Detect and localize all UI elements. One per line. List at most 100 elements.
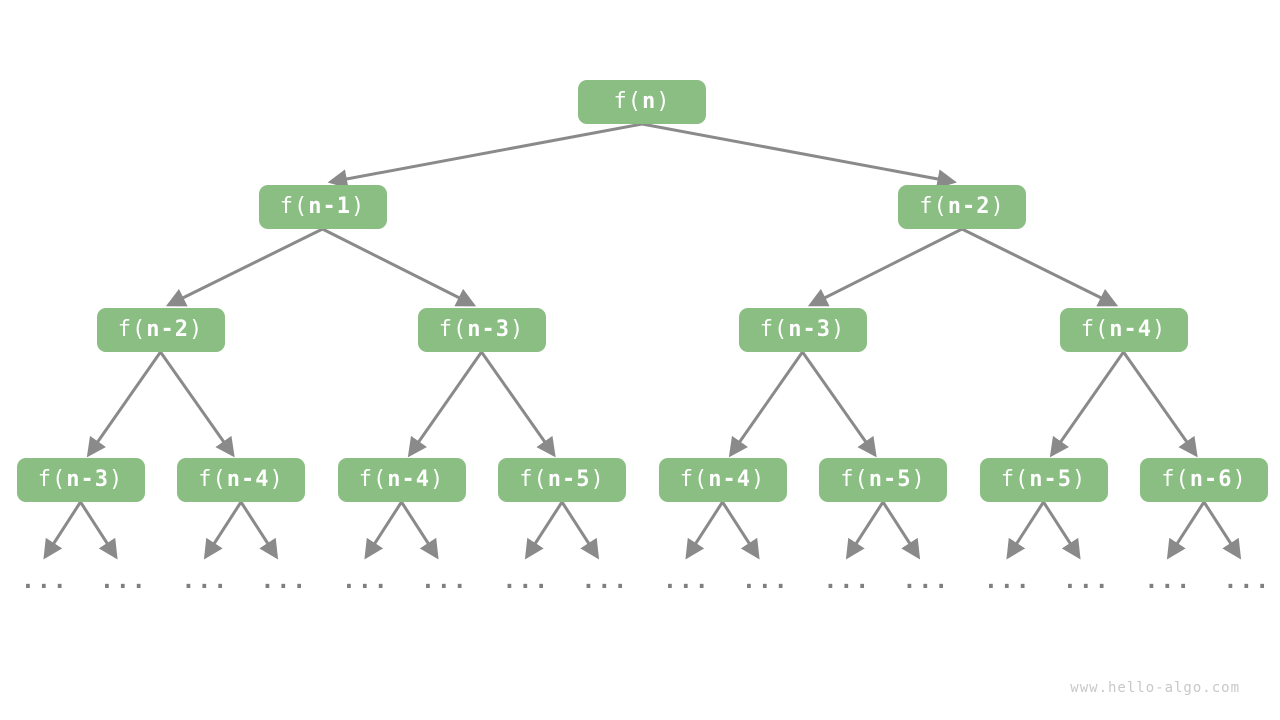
tree-edge-arrow (801, 351, 877, 458)
node-label-var: n-6 (1189, 467, 1233, 492)
node-label-part: f( (1080, 317, 1110, 342)
node-label-part: ) (1152, 317, 1167, 342)
node-label-part: ) (189, 317, 204, 342)
tree-node: f(n-4) (177, 458, 305, 502)
tree-node: f(n-4) (658, 458, 787, 502)
tree-edge-arrow (1202, 501, 1242, 560)
ellipsis-leaf: ... (181, 568, 230, 594)
tree-edge-arrow (685, 501, 724, 560)
node-label-part: f( (1000, 467, 1030, 492)
node-label-part: ) (430, 467, 445, 492)
node-label-var: n-2 (947, 194, 991, 219)
node-label-var: n-4 (387, 467, 430, 492)
node-label-part: f( (358, 467, 388, 492)
tree-node: f(n-6) (1140, 458, 1268, 502)
tree-edge-arrow (400, 501, 439, 560)
node-label-var: n-3 (467, 317, 510, 342)
node-label-part: f( (117, 317, 147, 342)
tree-edge-arrow (327, 122, 643, 189)
ellipsis-leaf: ... (742, 568, 790, 594)
node-label-part: f( (759, 317, 789, 342)
ellipsis-leaf: ... (823, 568, 872, 594)
node-label-part: ) (269, 467, 284, 492)
tree-edge-arrow (641, 122, 957, 189)
node-label-part: f( (519, 467, 548, 492)
tree-node: f(n-4) (337, 458, 466, 502)
ellipsis-leaf: ... (21, 568, 69, 594)
tree-edge-arrow (1166, 501, 1206, 560)
ellipsis-leaf: ... (342, 568, 390, 594)
tree-edge-arrow (1049, 351, 1125, 458)
tree-node: f(n-2) (898, 185, 1026, 229)
tree-edge-arrow (86, 351, 162, 458)
tree-edge-arrow (1006, 501, 1045, 560)
ellipsis-leaf: ... (421, 568, 469, 594)
tree-edge-arrow (881, 501, 921, 560)
tree-edge-arrow (159, 351, 235, 458)
tree-edge-arrow (807, 227, 963, 307)
tree-edge-arrow (1042, 501, 1081, 560)
ellipsis-leaf: ... (1144, 568, 1193, 594)
ellipsis-leaf: ... (260, 568, 309, 594)
node-label-var: n-4 (708, 467, 751, 492)
tree-node: f(n-5) (498, 458, 626, 502)
node-label-var: n-5 (547, 467, 591, 492)
tree-edge-arrow (480, 351, 556, 458)
watermark: www.hello-algo.com (1070, 680, 1240, 696)
tree-edge-arrow (79, 501, 118, 560)
ellipsis-leaf: ... (1223, 568, 1272, 594)
node-label-part: ) (831, 317, 846, 342)
tree-edge-arrow (560, 501, 600, 560)
tree-edge-arrow (43, 501, 82, 560)
tree-edge-arrow (321, 227, 477, 307)
tree-node: f(n-1) (258, 185, 387, 229)
ellipsis-leaf: ... (502, 568, 551, 594)
ellipsis-leaf: ... (902, 568, 951, 594)
tree-node: f(n-2) (96, 308, 225, 352)
tree-edge-arrow (524, 501, 564, 560)
tree-node: f(n-5) (819, 458, 947, 502)
tree-node: f(n) (578, 80, 706, 124)
tree-node: f(n-3) (738, 308, 867, 352)
node-label-part: f( (679, 467, 709, 492)
node-label-part: ) (1232, 467, 1247, 492)
ellipsis-leaf: ... (581, 568, 630, 594)
tree-node: f(n-3) (417, 308, 546, 352)
ellipsis-leaf: ... (100, 568, 148, 594)
node-label-part: ) (990, 194, 1005, 219)
ellipsis-leaf: ... (1063, 568, 1111, 594)
node-label-part: f( (1161, 467, 1190, 492)
ellipsis-leaf: ... (984, 568, 1032, 594)
node-label-part: ) (510, 317, 525, 342)
tree-node: f(n-5) (979, 458, 1108, 502)
node-label-part: f( (37, 467, 67, 492)
node-label-var: n-3 (66, 467, 109, 492)
node-label-part: f( (840, 467, 869, 492)
node-label-var: n-5 (1029, 467, 1072, 492)
node-label-var: n-5 (868, 467, 912, 492)
node-label-part: ) (351, 194, 366, 219)
tree-edge-arrow (721, 501, 760, 560)
node-label-part: f( (279, 194, 309, 219)
node-label-part: ) (590, 467, 605, 492)
node-label-part: f( (919, 194, 948, 219)
node-label-var: n-3 (788, 317, 831, 342)
node-label-part: ) (1072, 467, 1087, 492)
node-label-part: ) (109, 467, 124, 492)
tree-edge-arrow (961, 227, 1119, 307)
node-label-part: ) (751, 467, 766, 492)
node-label-part: f( (613, 89, 642, 114)
tree-edge-arrow (165, 227, 324, 307)
tree-edge-arrow (407, 351, 483, 458)
tree-node: f(n-4) (1059, 308, 1188, 352)
tree-edge-arrow (845, 501, 885, 560)
node-label-part: ) (656, 89, 671, 114)
node-label-part: f( (198, 467, 227, 492)
node-label-part: f( (438, 317, 468, 342)
node-label-var: n-2 (146, 317, 189, 342)
ellipsis-leaf: ... (663, 568, 711, 594)
node-label-var: n-1 (308, 194, 351, 219)
tree-edge-arrow (203, 501, 243, 560)
